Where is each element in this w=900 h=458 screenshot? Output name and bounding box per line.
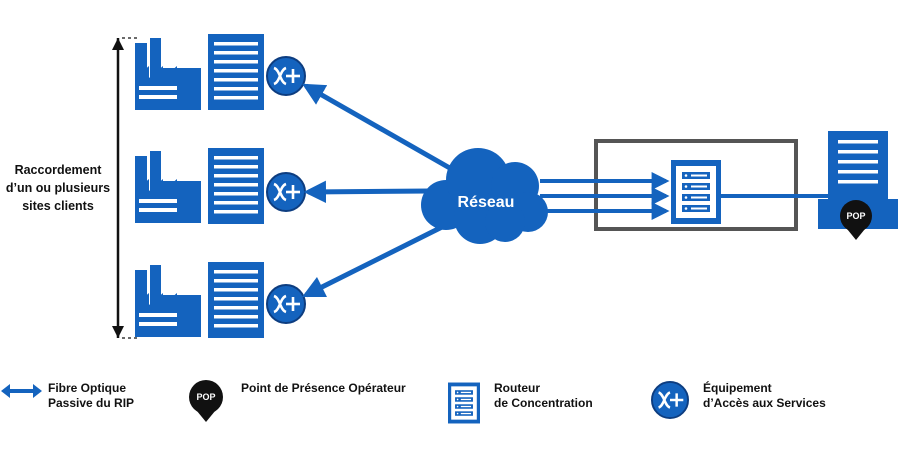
factory-icon [135, 151, 201, 223]
factory-icon [135, 38, 201, 110]
legend-fibre-line: Passive du RIP [48, 396, 135, 410]
legend-fibre: Fibre Optique Passive du RIP [48, 381, 134, 411]
pop-pin-icon [840, 200, 872, 240]
office-building-icon [208, 262, 264, 338]
client-site-3 [135, 262, 306, 338]
legend-double-arrow-icon [1, 384, 42, 398]
legend-pop-pin-label: POP [196, 392, 215, 402]
router-rack-icon [671, 160, 721, 224]
operator-building-icon [818, 131, 898, 229]
sites-label-line: Raccordement [14, 163, 102, 177]
fibre-links [301, 83, 464, 298]
legend-equipment-line: Équipement [703, 381, 772, 395]
access-equipment-icon [266, 284, 306, 324]
access-equipment-icon [266, 172, 306, 212]
legend-equipment-line: d’Accès aux Services [703, 396, 826, 410]
factory-icon [135, 265, 201, 337]
sites-label-line: sites clients [22, 199, 94, 213]
legend-pop-line: Point de Présence Opérateur [241, 381, 406, 395]
cloud-icon [421, 148, 548, 244]
legend-router-icon [448, 382, 480, 424]
legend-router: Routeur de Concentration [494, 381, 593, 411]
legend-pop-pin-icon [189, 380, 223, 422]
client-site-2 [135, 148, 306, 224]
pop-frame [594, 139, 798, 231]
sites-bracket [112, 37, 140, 339]
sites-connection-label: Raccordement d’un ou plusieurs sites cli… [4, 161, 112, 215]
legend-pop: Point de Présence Opérateur [241, 381, 406, 396]
legend-access-equipment-icon [651, 381, 689, 419]
legend-equipment: Équipement d’Accès aux Services [703, 381, 826, 411]
client-site-1 [135, 34, 306, 110]
legend-router-line: Routeur [494, 381, 540, 395]
office-building-icon [208, 34, 264, 110]
legend-router-line: de Concentration [494, 396, 593, 410]
pop-pin-label: POP [846, 211, 865, 221]
router-links [540, 172, 670, 220]
office-building-icon [208, 148, 264, 224]
access-equipment-icon [266, 56, 306, 96]
sites-label-line: d’un ou plusieurs [5, 181, 111, 195]
legend-fibre-line: Fibre Optique [48, 381, 126, 395]
cloud-label: Réseau [458, 194, 515, 211]
